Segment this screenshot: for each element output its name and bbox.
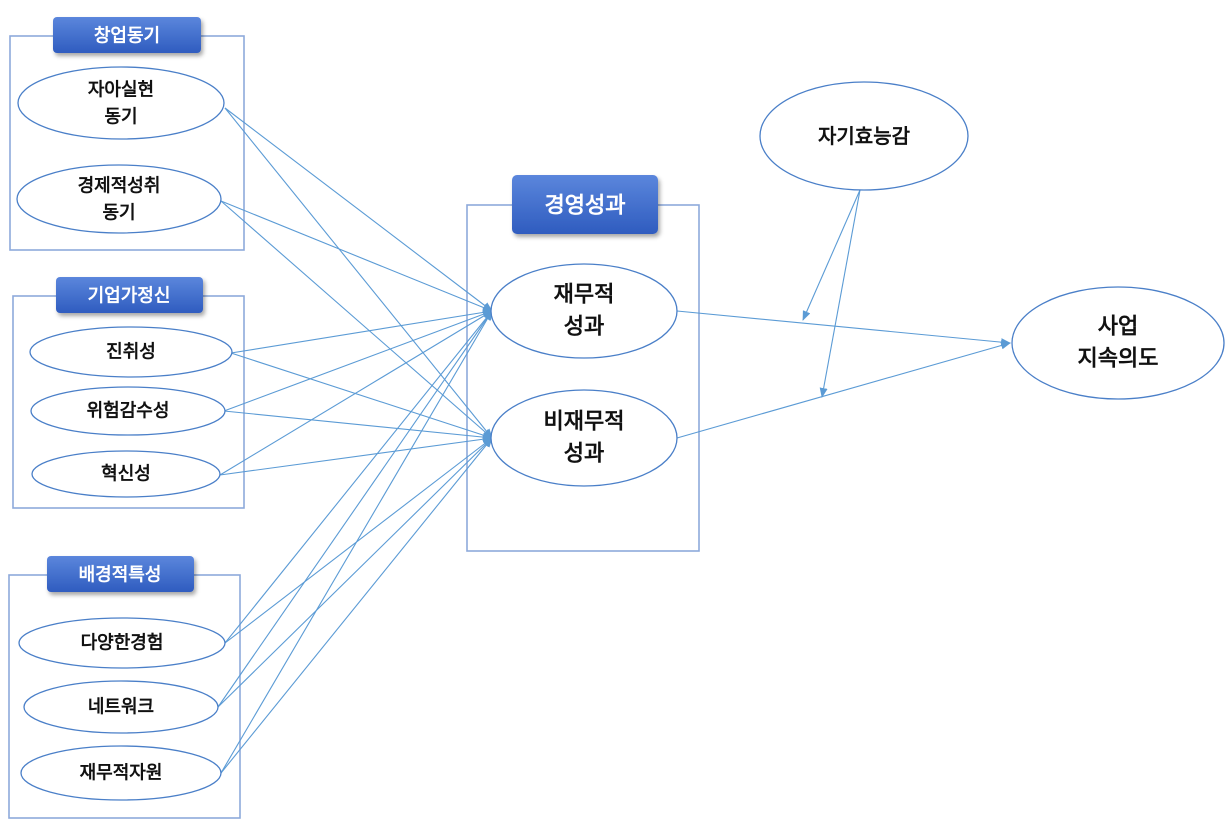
edge-risktaking-to-financial [223,310,493,412]
edge-nonfinancial-to-outcome [676,341,1011,439]
edge-self-actualization-to-nonfinancial [224,107,493,439]
edge-experience-to-nonfinancial [224,437,493,644]
node-innovativeness: 혁신성 [31,450,221,498]
edge-selfefficacy-moderation-lower [819,189,861,398]
edge-financial-resource-to-nonfinancial [220,437,493,774]
node-nonfinancial-performance-line2: 성과 [564,442,604,467]
node-business-continuance: 사업 지속의도 [1011,286,1225,400]
node-diverse-experience: 다양한경험 [18,617,226,669]
edges [217,107,1011,774]
edge-self-actualization-to-financial [224,107,493,312]
entrepreneurship-title-badge: 기업가정신 [56,277,203,313]
edge-risktaking-to-nonfinancial [223,410,493,442]
node-risk-taking-label: 위험감수성 [87,400,170,422]
performance-title-badge: 경영성과 [512,175,658,234]
node-self-efficacy: 자기효능감 [759,81,969,191]
node-self-actualization: 자아실현 동기 [17,66,225,140]
motivation-title: 창업동기 [94,26,160,47]
background-title: 배경적특성 [79,565,162,586]
node-risk-taking: 위험감수성 [30,386,226,436]
edge-economic-to-nonfinancial [220,200,493,439]
performance-title: 경영성과 [545,194,626,219]
node-self-efficacy-label: 자기효능감 [818,124,911,148]
node-financial-resources: 재무적자원 [20,745,222,801]
background-title-badge: 배경적특성 [47,556,194,592]
edge-innovativeness-to-nonfinancial [219,435,493,476]
node-self-actualization-line2: 동기 [104,107,137,128]
edge-financial-resource-to-financial [220,310,493,774]
performance-group-box [466,204,700,552]
node-financial-performance-line1: 재무적 [554,283,615,308]
node-economic-achievement: 경제적성취 동기 [16,164,222,234]
motivation-title-badge: 창업동기 [53,17,201,53]
node-proactiveness: 진취성 [29,326,233,378]
edge-network-to-financial [217,310,493,708]
node-financial-performance-line2: 성과 [564,315,604,340]
node-network-label: 네트워크 [88,696,154,718]
node-proactiveness-label: 진취성 [106,342,156,363]
edge-network-to-nonfinancial [217,437,493,708]
node-innovativeness-label: 혁신성 [101,463,151,485]
node-economic-achievement-line1: 경제적성취 [78,176,161,197]
node-business-continuance-line1: 사업 [1098,315,1138,340]
node-self-actualization-line1: 자아실현 [88,80,154,101]
edge-experience-to-financial [224,310,493,644]
node-network: 네트워크 [23,680,219,734]
edge-proactiveness-to-nonfinancial [230,352,493,440]
node-nonfinancial-performance-line1: 비재무적 [544,410,625,435]
node-financial-performance: 재무적 성과 [490,263,678,359]
node-economic-achievement-line2: 동기 [102,203,135,224]
entrepreneurship-title: 기업가정신 [88,286,171,307]
node-financial-resources-label: 재무적자원 [80,763,163,784]
node-diverse-experience-label: 다양한경험 [81,632,164,654]
edge-selfefficacy-moderation-upper [802,189,861,321]
edge-economic-to-financial [220,200,493,312]
edge-innovativeness-to-financial [219,310,493,476]
edge-financial-to-outcome [676,310,1011,347]
edge-proactiveness-to-financial [230,308,493,354]
node-business-continuance-line2: 지속의도 [1078,347,1159,372]
node-nonfinancial-performance: 비재무적 성과 [490,389,678,487]
